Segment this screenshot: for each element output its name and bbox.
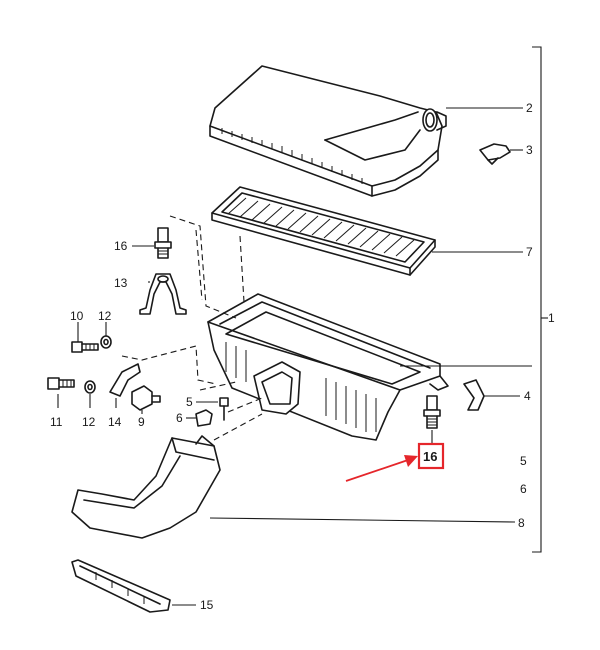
- callout-9: 9: [138, 415, 145, 429]
- upper-housing-part-2[interactable]: [209, 65, 447, 197]
- highlight-arrow: [345, 455, 418, 482]
- screw-part-5-left[interactable]: [219, 397, 229, 421]
- highlight-box: [417, 442, 445, 470]
- washer-part-12-bottom[interactable]: [84, 380, 96, 394]
- callout-labels: 1 2 3 4 5 6 7 8 9 10 11 12 12 13 14 15 1…: [50, 101, 555, 612]
- clip-part-6-left[interactable]: [195, 409, 213, 427]
- clip-part-3[interactable]: [479, 143, 511, 165]
- callout-3: 3: [526, 143, 533, 157]
- callout-11: 11: [50, 415, 63, 429]
- highlight-arrow-shaft: [345, 459, 409, 482]
- callout-10: 10: [70, 309, 84, 323]
- filter-element-part-7[interactable]: [211, 186, 436, 276]
- screw-part-10[interactable]: [71, 341, 99, 353]
- sensor-part-16-left[interactable]: [154, 227, 172, 259]
- callout-5-right: 5: [520, 454, 527, 468]
- callout-15: 15: [200, 598, 214, 612]
- callout-5-left: 5: [186, 395, 193, 409]
- callout-12-bottom: 12: [82, 415, 96, 429]
- bracket-part-13[interactable]: [139, 273, 187, 315]
- rubber-mount-part-9[interactable]: [131, 385, 161, 411]
- rail-part-15[interactable]: [71, 559, 171, 613]
- leader-lines: [57, 107, 532, 606]
- sensor-part-16-right[interactable]: [423, 395, 441, 429]
- callout-16-left: 16: [114, 239, 128, 253]
- callout-16-highlight: 16: [423, 449, 437, 464]
- screw-part-11[interactable]: [47, 377, 75, 390]
- callout-14: 14: [108, 415, 122, 429]
- highlight-arrow-head: [404, 455, 418, 467]
- assembly-bracket-1: [532, 46, 548, 553]
- callout-13: 13: [114, 276, 128, 290]
- callout-12-top: 12: [98, 309, 112, 323]
- callout-1: 1: [548, 311, 555, 325]
- lower-housing[interactable]: [207, 293, 449, 441]
- bracket-plate-part-14[interactable]: [109, 363, 141, 397]
- washer-part-12-top[interactable]: [100, 335, 112, 349]
- callout-2: 2: [526, 101, 533, 115]
- intake-duct-part-8[interactable]: [71, 435, 221, 539]
- callout-6-left: 6: [176, 411, 183, 425]
- callout-6-right: 6: [520, 482, 527, 496]
- callout-4: 4: [524, 389, 531, 403]
- callout-7: 7: [526, 245, 533, 259]
- assembly-guide-lines: [121, 215, 263, 441]
- callout-8: 8: [518, 516, 525, 530]
- clamp-part-4[interactable]: [463, 379, 485, 411]
